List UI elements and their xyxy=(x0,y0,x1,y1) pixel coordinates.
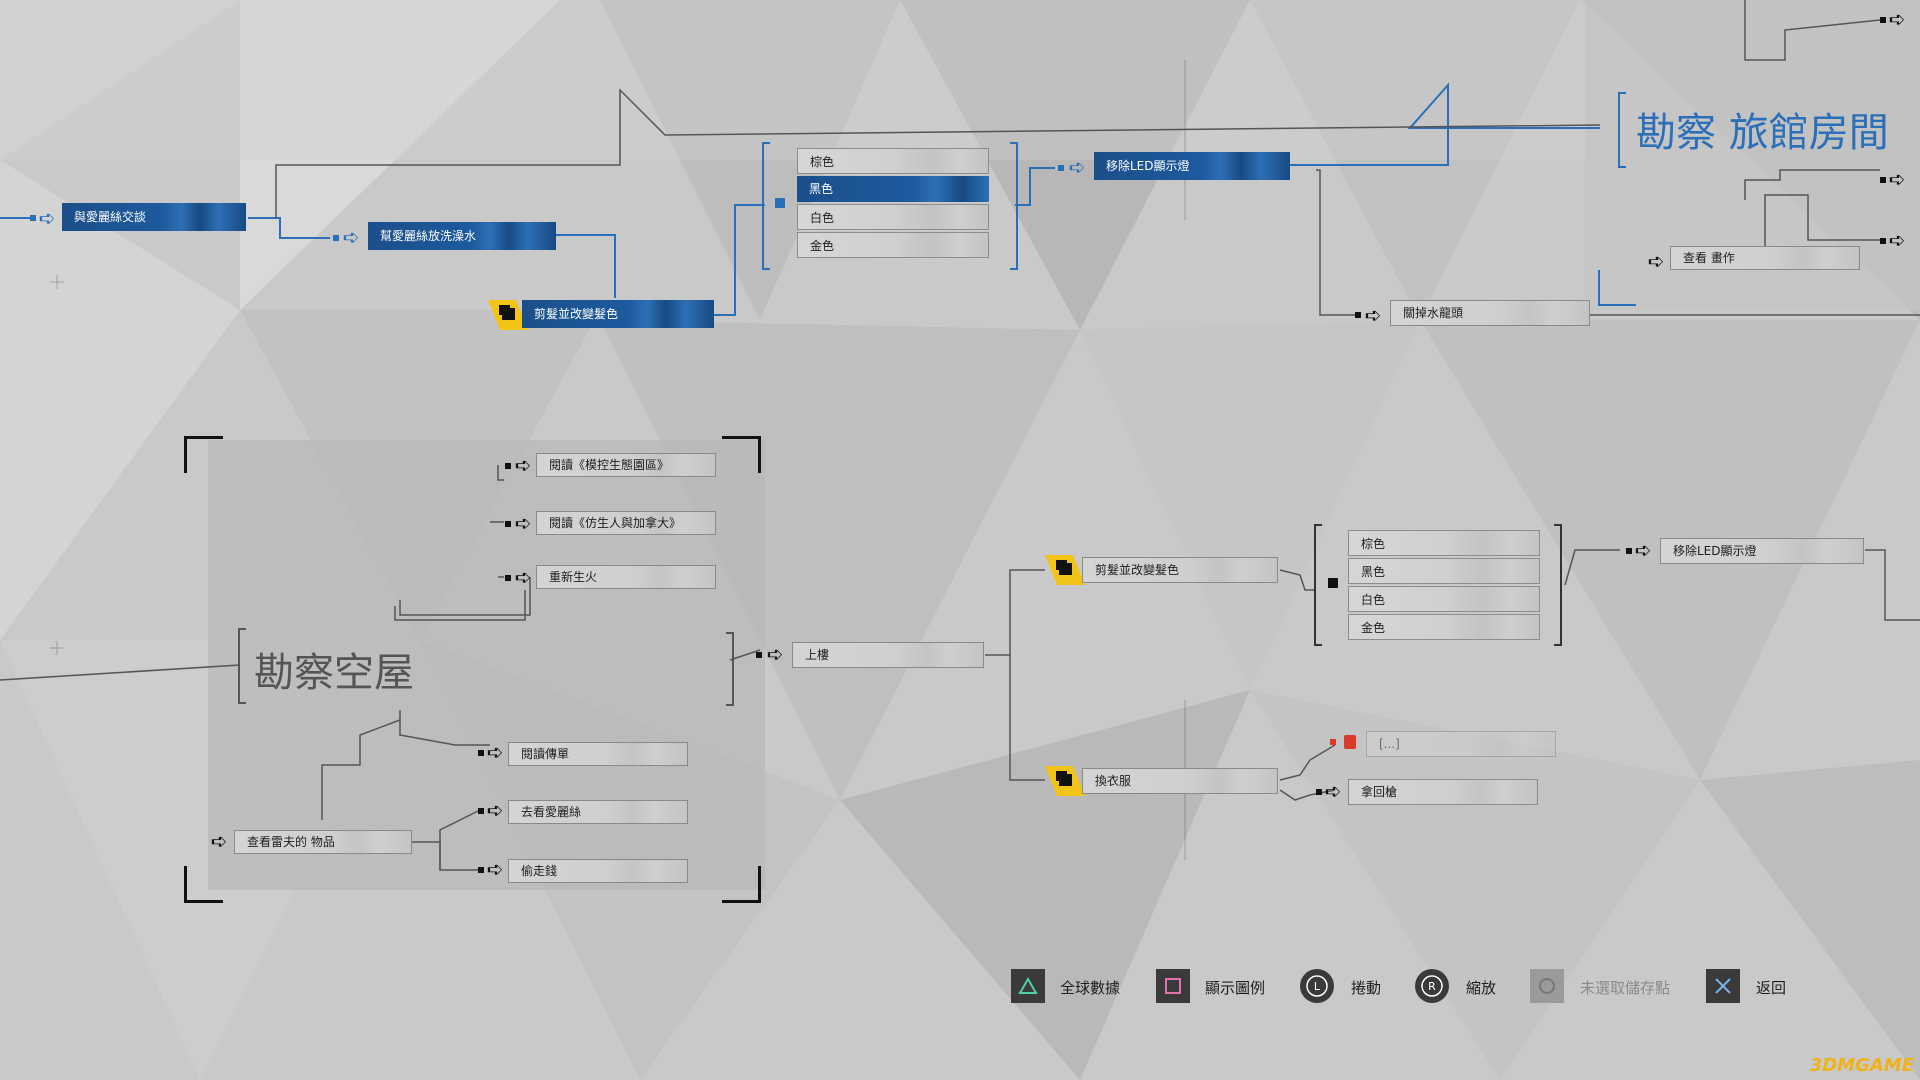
node-connector-dot xyxy=(333,235,339,241)
node-connector-dot xyxy=(478,808,484,814)
right-stick-icon[interactable]: R xyxy=(1415,969,1449,1003)
node-connector-dot xyxy=(478,750,484,756)
hair-color-option-selected[interactable]: 黑色 xyxy=(797,176,989,202)
square-button-icon[interactable] xyxy=(1156,969,1190,1003)
node-cut-hair-top[interactable]: 剪髮並改變髮色 xyxy=(522,300,714,328)
node-check-art[interactable]: 查看 畫作 xyxy=(1670,246,1860,270)
hair-color-option[interactable]: 白色 xyxy=(1348,586,1540,612)
arrow-icon: ➪ xyxy=(514,565,532,589)
watermark-logo: 3DMGAME xyxy=(1809,1055,1914,1076)
chapter-frame-corner-bl xyxy=(184,866,223,903)
node-connector-dot xyxy=(1316,789,1322,795)
chapter-title-hotel-room: 勘察 旅館房間 xyxy=(1636,110,1889,156)
node-connector-dot xyxy=(1626,548,1632,554)
node-help-alice-bath[interactable]: 幫愛麗絲放洗澡水 xyxy=(368,222,556,250)
node-connector-dot xyxy=(1355,312,1361,318)
legend-label-back[interactable]: 返回 xyxy=(1756,979,1787,997)
choice-marker-icon xyxy=(1328,578,1338,588)
hair-color-choices-top: 棕色 黑色 白色 金色 xyxy=(797,148,989,260)
node-change-clothes[interactable]: 換衣服 xyxy=(1082,768,1278,794)
node-read-cyberlife[interactable]: 閱讀《模控生態園區》 xyxy=(536,453,716,477)
chapter-frame-corner-br xyxy=(722,866,761,903)
arrow-icon: ➪ xyxy=(1647,249,1665,273)
circle-button-icon xyxy=(1530,969,1564,1003)
node-check-on-alice[interactable]: 去看愛麗絲 xyxy=(508,800,688,824)
arrow-icon: ➪ xyxy=(486,798,504,822)
node-connector-dot xyxy=(1880,177,1886,183)
chapter-title-bracket-right xyxy=(726,632,734,706)
node-talk-to-alice[interactable]: 與愛麗絲交談 xyxy=(62,203,246,231)
choice-bracket-left xyxy=(1314,524,1322,646)
node-connector-dot xyxy=(505,575,511,581)
node-locked-hidden: [...] xyxy=(1366,731,1556,757)
arrow-icon: ➪ xyxy=(1634,538,1652,562)
node-read-leaflet[interactable]: 閱讀傳單 xyxy=(508,742,688,766)
chapter-title-bracket xyxy=(238,628,246,704)
node-connector-dot xyxy=(30,215,36,221)
chapter-frame-corner-tl xyxy=(184,436,223,473)
arrow-icon: ➪ xyxy=(486,740,504,764)
arrow-icon: ➪ xyxy=(1324,779,1342,803)
choice-marker-icon xyxy=(775,198,785,208)
hair-color-option[interactable]: 棕色 xyxy=(797,148,989,174)
node-connector-dot xyxy=(505,463,511,469)
legend-label-scroll[interactable]: 捲動 xyxy=(1351,979,1382,997)
svg-text:L: L xyxy=(1314,980,1321,993)
arrow-icon: ➪ xyxy=(210,829,228,853)
node-take-gun[interactable]: 拿回槍 xyxy=(1348,779,1538,805)
legend-label-zoom[interactable]: 縮放 xyxy=(1466,979,1497,997)
node-turn-off-tap[interactable]: 關掉水龍頭 xyxy=(1390,300,1590,326)
hair-color-option[interactable]: 棕色 xyxy=(1348,530,1540,556)
chapter-title-abandoned-house: 勘察空屋 xyxy=(254,650,414,696)
legend-label-global-data[interactable]: 全球數據 xyxy=(1060,979,1121,997)
node-connector-dot xyxy=(1330,739,1336,745)
chapter-frame-corner-tr xyxy=(722,436,761,473)
node-connector-dot xyxy=(1880,17,1886,23)
node-remove-led-top[interactable]: 移除LED顯示燈 xyxy=(1094,152,1290,180)
node-connector-dot xyxy=(505,521,511,527)
node-remove-led-bottom[interactable]: 移除LED顯示燈 xyxy=(1660,538,1864,564)
node-check-ralph-items[interactable]: 查看雷夫的 物品 xyxy=(234,830,412,854)
chapter-title-bracket xyxy=(1618,92,1626,168)
node-connector-dot xyxy=(1880,238,1886,244)
triangle-button-icon[interactable] xyxy=(1011,969,1045,1003)
node-read-androids-canada[interactable]: 閱讀《仿生人與加拿大》 xyxy=(536,511,716,535)
left-stick-icon[interactable]: L xyxy=(1300,969,1334,1003)
legend-label-show-legend[interactable]: 顯示圖例 xyxy=(1205,979,1266,997)
arrow-icon: ➪ xyxy=(766,642,784,666)
choice-bracket-right xyxy=(1554,524,1562,646)
node-steal-money[interactable]: 偷走錢 xyxy=(508,859,688,883)
red-lock-icon xyxy=(1344,735,1356,749)
arrow-icon: ➪ xyxy=(514,453,532,477)
arrow-icon: ➪ xyxy=(1888,167,1906,191)
arrow-icon: ➪ xyxy=(514,511,532,535)
node-go-upstairs[interactable]: 上樓 xyxy=(792,642,984,668)
node-connector-dot xyxy=(756,652,762,658)
hair-color-option[interactable]: 金色 xyxy=(797,232,989,258)
hair-color-option[interactable]: 白色 xyxy=(797,204,989,230)
arrow-icon: ➪ xyxy=(1068,155,1086,179)
node-cut-hair-bottom[interactable]: 剪髮並改變髮色 xyxy=(1082,557,1278,583)
choice-bracket-right xyxy=(1010,142,1018,270)
arrow-icon: ➪ xyxy=(1888,7,1906,31)
arrow-icon: ➪ xyxy=(1364,303,1382,327)
choice-bracket-left xyxy=(762,142,770,270)
arrow-icon: ➪ xyxy=(1888,228,1906,252)
arrow-icon: ➪ xyxy=(342,225,360,249)
node-connector-dot xyxy=(478,867,484,873)
hair-color-option[interactable]: 黑色 xyxy=(1348,558,1540,584)
hair-color-choices-bottom: 棕色 黑色 白色 金色 xyxy=(1348,530,1540,642)
arrow-icon: ➪ xyxy=(486,857,504,881)
node-relight-fire[interactable]: 重新生火 xyxy=(536,565,716,589)
legend-label-no-save-point: 未選取儲存點 xyxy=(1580,979,1671,997)
corner-bracket-blue xyxy=(1598,270,1636,306)
hair-color-option[interactable]: 金色 xyxy=(1348,614,1540,640)
node-connector-dot xyxy=(1058,165,1064,171)
arrow-icon: ➪ xyxy=(38,206,56,230)
svg-text:R: R xyxy=(1428,980,1436,993)
cross-button-icon[interactable] xyxy=(1706,969,1740,1003)
